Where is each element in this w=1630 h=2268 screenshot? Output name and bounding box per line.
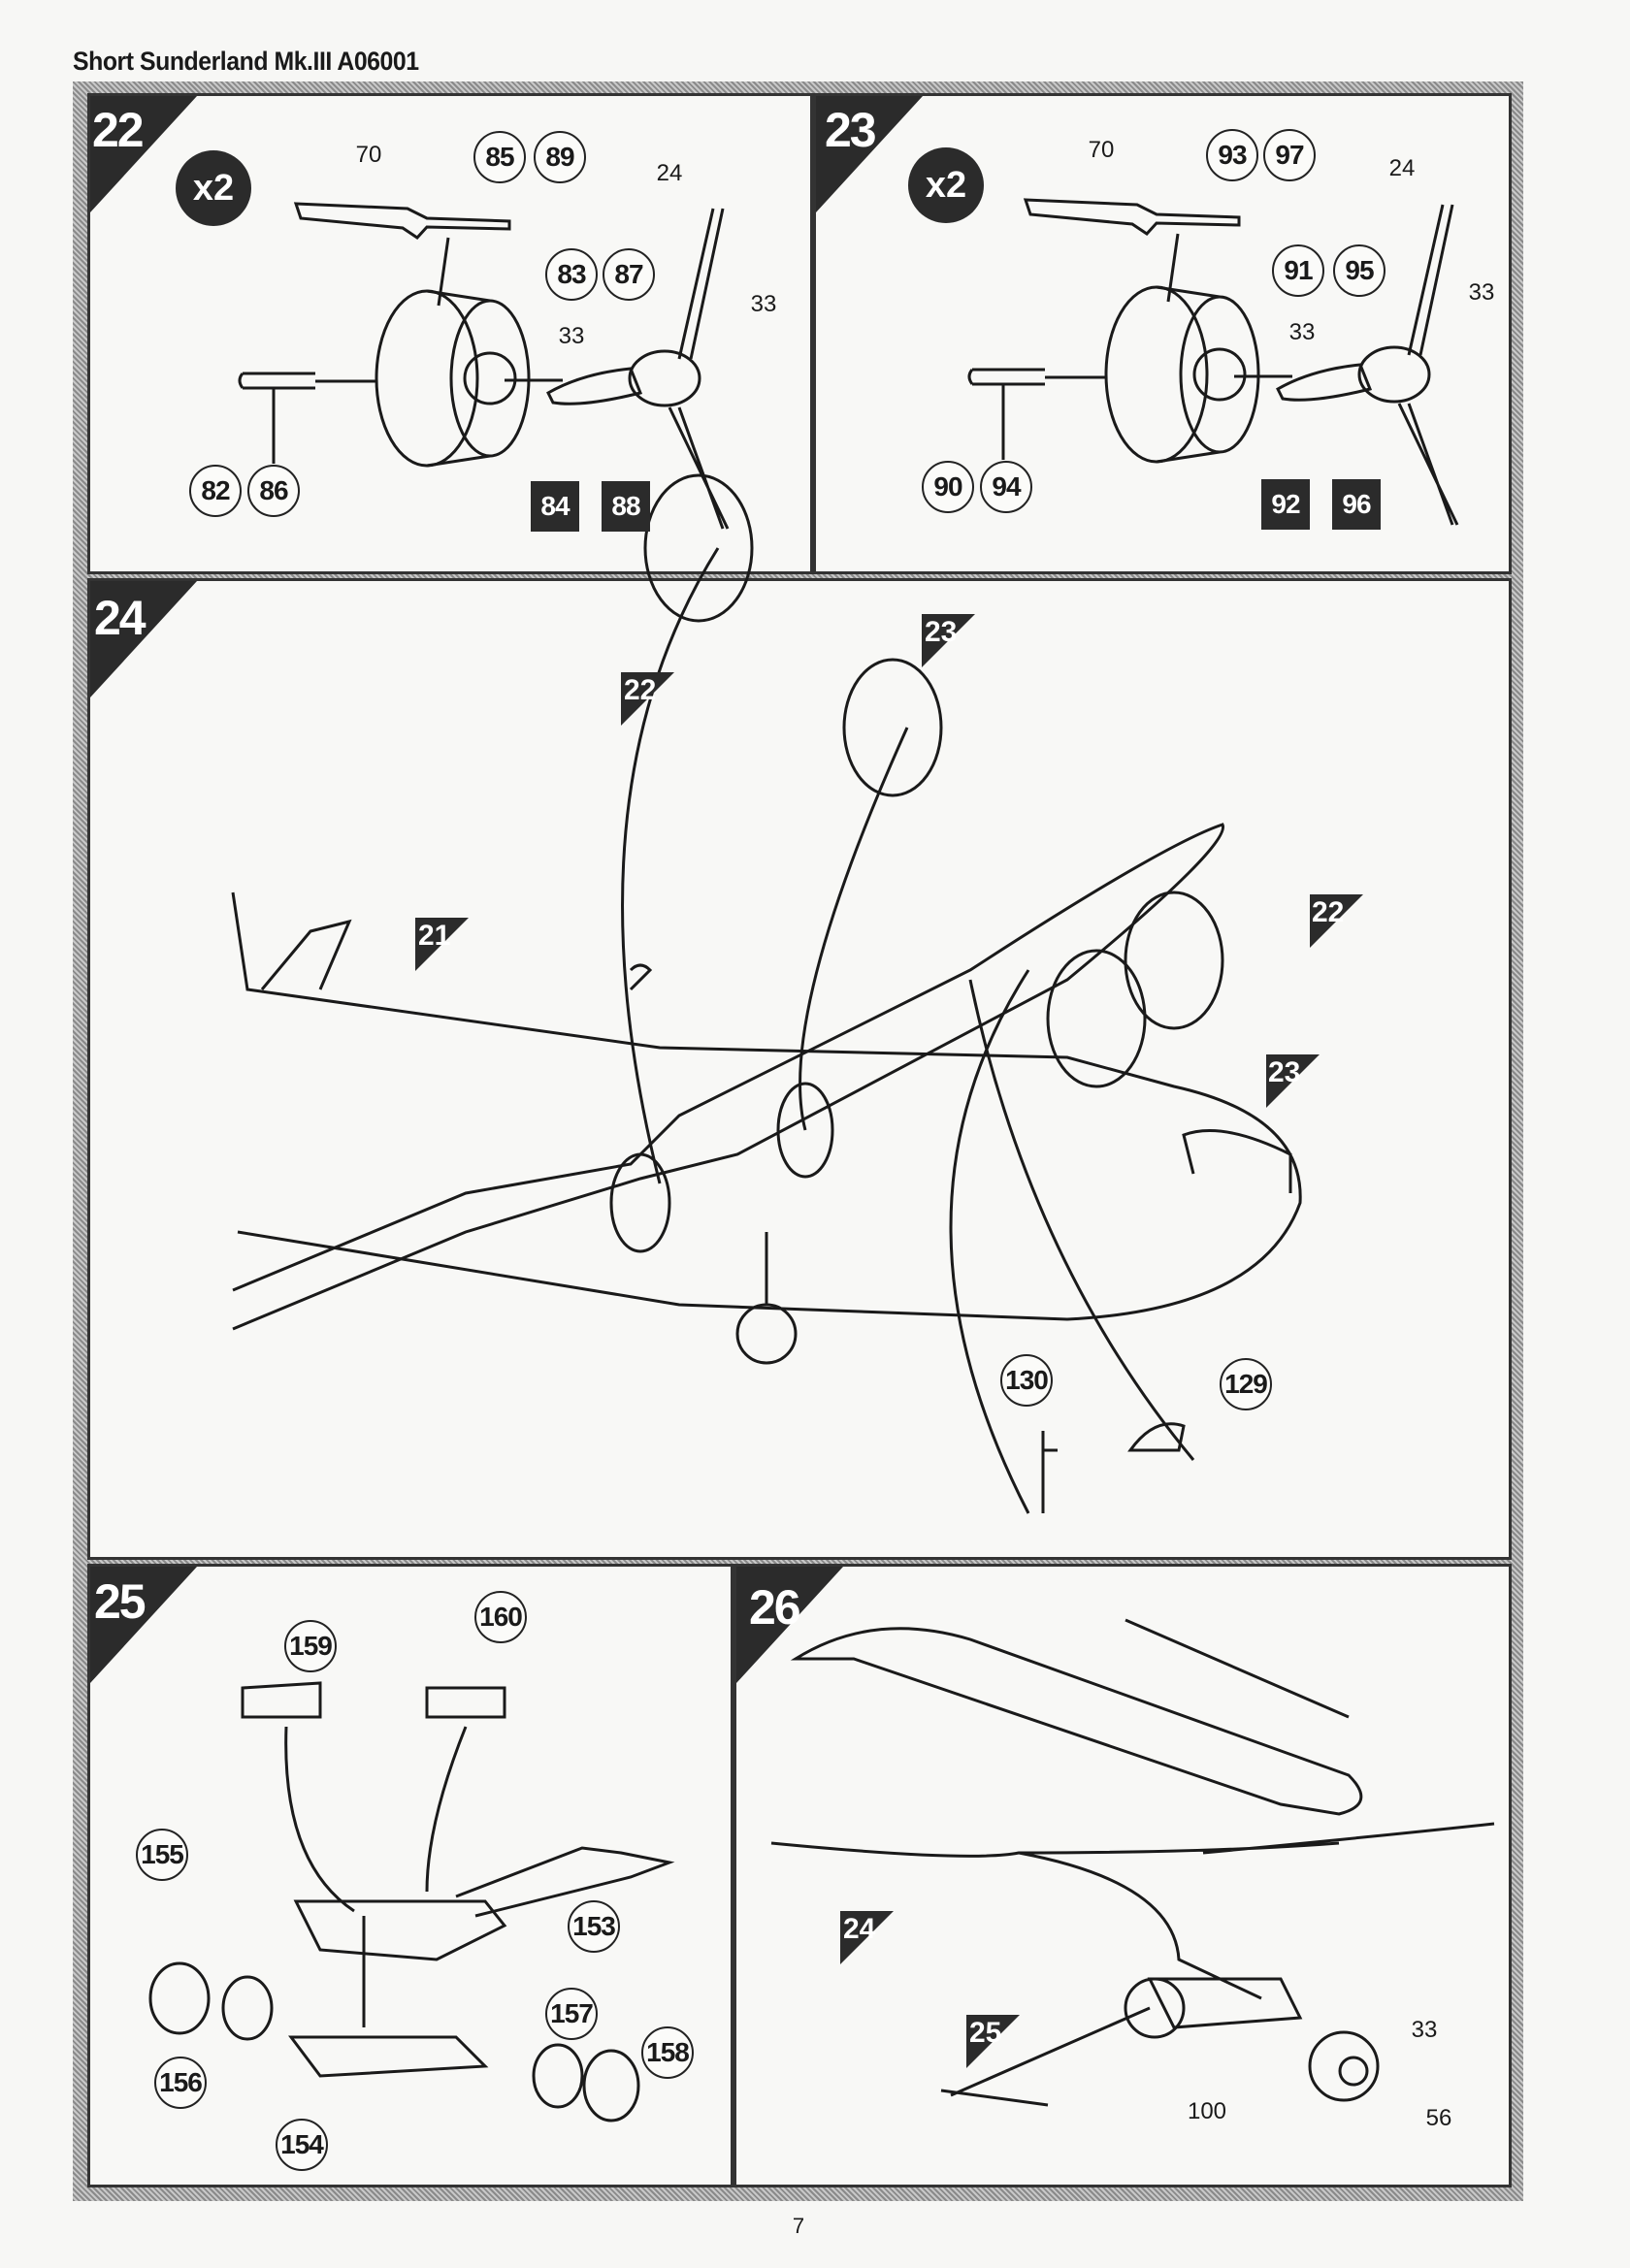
step-ref-24: 24 — [843, 1913, 876, 1945]
engine-assembly-22 — [238, 202, 730, 530]
step-23-marker — [816, 96, 923, 212]
part-callout: 91 — [1272, 244, 1324, 297]
wing-and-trolley-drawing — [770, 1618, 1495, 2107]
part-label: 70 — [355, 142, 382, 168]
part-callout: 86 — [247, 465, 300, 517]
part-callout: 153 — [568, 1900, 620, 1953]
step-ref-marker — [1266, 1054, 1320, 1108]
step-26-panel — [734, 1564, 1512, 2187]
part-callout: 156 — [154, 2057, 207, 2109]
part-label: 33 — [1288, 319, 1316, 345]
part-label: 100 — [1187, 2098, 1227, 2124]
part-callout: 154 — [276, 2119, 328, 2171]
step-26-marker — [736, 1567, 843, 1683]
part-callout: 155 — [136, 1829, 188, 1881]
part-callout: 90 — [922, 461, 974, 513]
step-ref-marker — [922, 614, 975, 667]
part-label: 24 — [656, 160, 683, 186]
step-ref-23: 23 — [925, 616, 958, 648]
part-callout: 130 — [1000, 1354, 1053, 1407]
step-ref-22: 22 — [1312, 896, 1345, 928]
part-callout: 89 — [534, 131, 586, 183]
quantity-badge: x2 — [908, 147, 984, 223]
step-25-number: 25 — [94, 1574, 147, 1629]
part-callout: 129 — [1220, 1358, 1272, 1410]
engine-assembly-23 — [967, 198, 1459, 526]
document-title: Short Sunderland Mk.III A06001 — [73, 47, 419, 76]
step-23-number: 23 — [825, 103, 877, 157]
step-ref-22: 22 — [624, 674, 657, 706]
part-callout: 159 — [284, 1620, 337, 1672]
part-range-end: 96 — [1332, 479, 1381, 530]
step-22-number: 22 — [92, 103, 145, 157]
part-range-start: 84 — [531, 481, 579, 532]
part-label: 70 — [1088, 137, 1115, 163]
part-callout: 85 — [473, 131, 526, 183]
part-callout: 97 — [1263, 129, 1316, 181]
step-24-number: 24 — [94, 591, 147, 645]
part-callout: 157 — [545, 1988, 598, 2040]
step-ref-marker — [621, 672, 674, 726]
step-ref-21: 21 — [418, 920, 451, 952]
step-26-number: 26 — [749, 1580, 801, 1635]
part-callout: 95 — [1333, 244, 1386, 297]
part-label: 33 — [558, 323, 585, 349]
step-25-marker — [90, 1567, 197, 1683]
part-callout: 94 — [980, 461, 1032, 513]
part-range-end: 88 — [602, 481, 650, 532]
beaching-trolley-parts — [148, 1681, 675, 2122]
step-ref-23: 23 — [1268, 1056, 1301, 1088]
step-ref-25: 25 — [969, 2017, 1002, 2049]
step-ref-marker — [1310, 894, 1363, 948]
part-callout: 83 — [545, 248, 598, 301]
part-label: 33 — [1411, 2017, 1438, 2043]
step-ref-marker — [415, 918, 469, 971]
part-callout: 82 — [189, 465, 242, 517]
part-label: 24 — [1388, 155, 1416, 181]
step-24-marker — [90, 581, 197, 697]
step-ref-marker — [840, 1911, 894, 1964]
step-ref-marker — [966, 2015, 1020, 2068]
page-number: 7 — [792, 2214, 805, 2238]
part-callout: 87 — [603, 248, 655, 301]
quantity-badge: x2 — [176, 150, 251, 226]
part-callout: 160 — [474, 1591, 527, 1643]
part-label: 33 — [750, 291, 777, 317]
part-callout: 93 — [1206, 129, 1258, 181]
aircraft-fuselage-drawing — [231, 473, 1302, 1514]
part-range-start: 92 — [1261, 479, 1310, 530]
part-callout: 158 — [641, 2026, 694, 2079]
part-label: 33 — [1468, 279, 1495, 306]
part-label: 56 — [1425, 2105, 1452, 2131]
